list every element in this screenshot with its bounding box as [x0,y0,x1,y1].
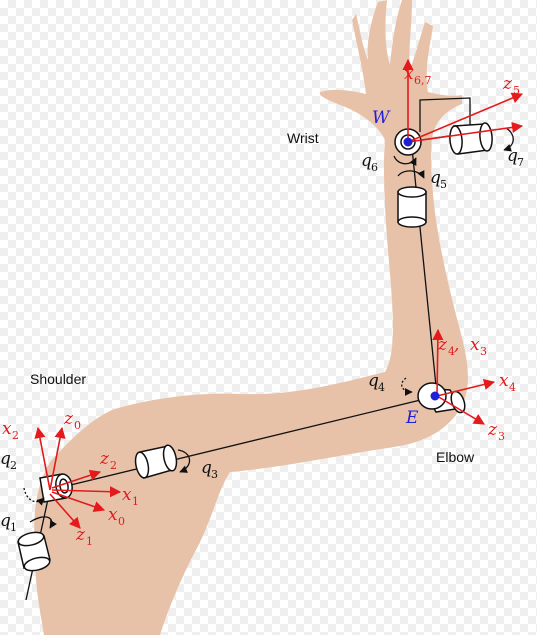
elbow-point-label: E [405,408,419,428]
svg-text:z: z [437,335,448,355]
svg-text:2: 2 [10,459,17,472]
svg-text:3: 3 [498,430,505,443]
svg-text:z: z [99,449,110,469]
axis-z4-x3-label: z 4 , x 3 [437,335,487,358]
axis-z0-label: z 0 [63,409,81,432]
svg-text:x: x [108,505,118,525]
axis-z5-label: z 5 [502,74,520,97]
svg-text:x: x [2,419,12,439]
svg-text:2: 2 [110,459,117,472]
svg-text:x: x [499,371,509,391]
svg-text:x: x [122,485,132,505]
axis-x1-label: x 1 [122,485,139,508]
shoulder-joint-q1 [17,531,51,572]
axis-z1-label: z 1 [75,525,93,548]
svg-text:3: 3 [480,345,487,358]
svg-text:7: 7 [517,156,524,169]
svg-text:,: , [454,335,459,355]
axis-x67-label: x 6,7 [404,64,432,87]
joint-q4-label: q 4 [368,371,385,394]
svg-text:z: z [487,420,498,440]
axis-z2-label: z 2 [99,449,117,472]
joint-q3-label: q 3 [201,458,218,481]
coordinate-axes [34,58,524,529]
svg-text:z: z [75,525,86,545]
svg-text:4: 4 [509,381,516,394]
svg-text:4: 4 [378,381,385,394]
axis-z3-label: z 3 [487,420,505,443]
joint-q7-label: q 7 [507,146,524,169]
svg-text:2: 2 [12,429,19,442]
svg-text:4: 4 [448,345,455,358]
svg-text:x: x [404,64,414,84]
svg-text:q: q [368,371,379,391]
joint-q1-label: q 1 [0,511,17,534]
svg-text:q: q [361,151,372,171]
wrist-point-label: W [372,108,391,128]
joint-q5-label: q 5 [430,168,447,191]
svg-text:0: 0 [118,515,125,528]
wrist-joint-q7 [449,122,493,155]
svg-text:q: q [507,146,518,166]
svg-text:x: x [470,335,480,355]
arm-silhouette [34,0,468,635]
svg-text:5: 5 [440,178,447,191]
svg-text:6: 6 [371,161,378,174]
svg-text:q: q [0,511,11,531]
svg-text:6,7: 6,7 [414,74,432,87]
svg-text:1: 1 [86,535,93,548]
axis-x0-label: x 0 [108,505,125,528]
elbow-point-marker [430,391,440,401]
axis-x2-label: x 2 [2,419,19,442]
svg-text:1: 1 [132,495,139,508]
shoulder-label: Shoulder [30,371,86,387]
wrist-label: Wrist [287,130,319,146]
svg-text:q: q [201,458,212,478]
elbow-label: Elbow [436,449,475,465]
svg-text:1: 1 [10,521,17,534]
wrist-point-marker [403,137,413,147]
svg-text:z: z [502,74,513,94]
axis-x4-label: x 4 [499,371,516,394]
svg-text:q: q [0,449,11,469]
forearm-joint-q5 [397,186,427,228]
svg-text:0: 0 [74,419,81,432]
svg-text:q: q [430,168,441,188]
svg-text:z: z [63,409,74,429]
rotation-arrows [23,127,514,529]
svg-text:5: 5 [513,84,520,97]
joint-q6-label: q 6 [361,151,378,174]
joint-q2-label: q 2 [0,449,17,472]
upper-arm-joint-q3 [134,444,178,479]
svg-text:3: 3 [211,468,218,481]
